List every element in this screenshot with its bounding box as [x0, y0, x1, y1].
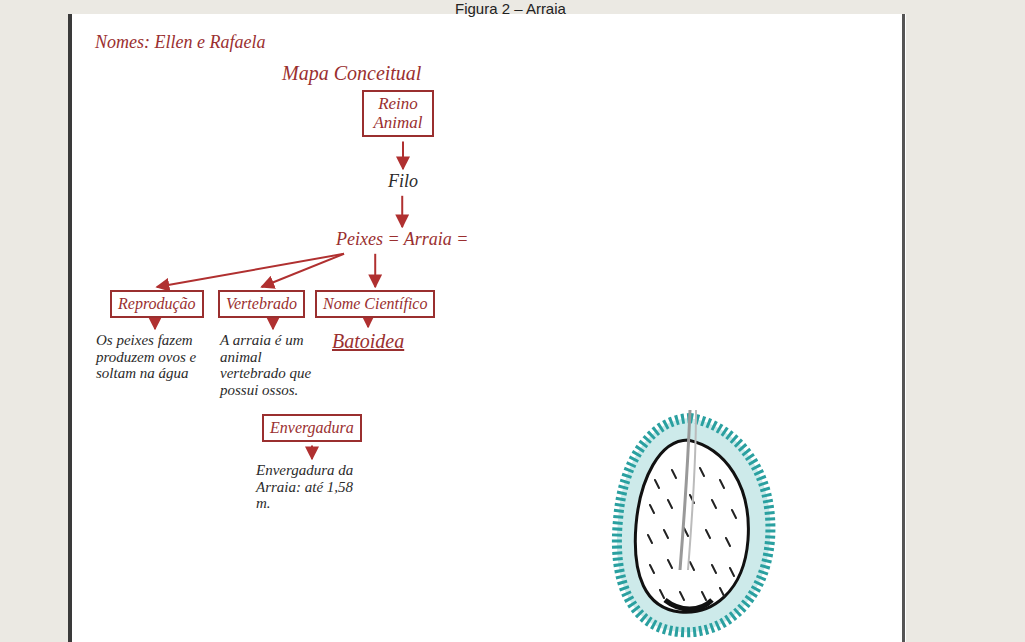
arrow-connector	[402, 141, 404, 169]
node-text: Os peixes fazem produzem ovos e soltam n…	[96, 332, 214, 382]
map-heading: Mapa Conceitual	[282, 62, 421, 85]
concept-box: Vertebrado	[218, 290, 305, 318]
concept-box: Reino Animal	[362, 90, 434, 137]
node-text: Vertebrado	[226, 295, 297, 313]
arrow-connector	[401, 196, 403, 227]
arrow-connector	[374, 254, 376, 287]
concept-box: Envergadura	[262, 414, 362, 442]
arrow-connector	[272, 322, 274, 329]
arrow-connector	[367, 322, 369, 327]
node-text: Envergadura	[270, 419, 354, 437]
concept-box: Nome Científico	[315, 290, 435, 318]
arrow-connector	[157, 254, 344, 287]
arrow-connector	[154, 322, 156, 329]
figure-title: Figura 2 – Arraia	[455, 0, 566, 17]
node-text: Envergadura da Arraia: até 1,58 m.	[256, 462, 368, 512]
concept-text: Peixes = Arraia =	[336, 230, 468, 250]
paper-sheet	[68, 14, 906, 642]
node-text: Batoidea	[332, 330, 404, 352]
node-text: A arraia é um animal vertebrado que poss…	[220, 332, 326, 398]
concept-text: Batoidea	[332, 330, 404, 352]
stingray-drawing	[617, 410, 771, 632]
arrow-connector	[311, 446, 313, 459]
concept-text: Os peixes fazem produzem ovos e soltam n…	[96, 332, 214, 382]
node-text: Filo	[388, 172, 418, 192]
arrow-connector	[262, 254, 344, 287]
author-names: Nomes: Ellen e Rafaela	[95, 32, 265, 53]
node-text: Reino Animal	[370, 95, 426, 132]
concept-box: Reprodução	[110, 290, 204, 318]
node-text: Nome Científico	[323, 295, 427, 313]
concept-text: Envergadura da Arraia: até 1,58 m.	[256, 462, 368, 512]
concept-text: A arraia é um animal vertebrado que poss…	[220, 332, 326, 398]
concept-text: Filo	[388, 172, 418, 192]
node-text: Reprodução	[118, 295, 196, 313]
node-text: Peixes = Arraia =	[336, 230, 468, 250]
